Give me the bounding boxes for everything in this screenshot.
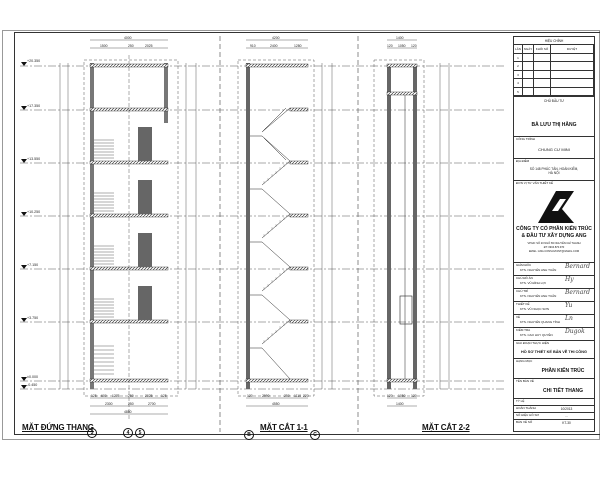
svg-text:±0.000: ±0.000 (27, 375, 38, 379)
project-block: CÔNG TRÌNH CHUNG CƯ MINI (514, 137, 594, 159)
svg-text:4850: 4850 (124, 410, 132, 414)
svg-text:125: 125 (161, 394, 167, 398)
svg-text:120: 120 (387, 44, 393, 48)
svg-text:+10.250: +10.250 (27, 210, 40, 214)
svg-text:+7.150: +7.150 (27, 263, 38, 267)
svg-text:2990: 2990 (262, 394, 270, 398)
svg-text:120: 120 (387, 394, 393, 398)
meta-row: TỶ LỆ (514, 399, 594, 406)
svg-text:2025: 2025 (145, 394, 153, 398)
site-block: ĐỊA ĐIỂM SỐ 148 PHÚC TÂN, HOÀN KIẾM, HÀ … (514, 159, 594, 181)
svg-text:1110: 1110 (294, 394, 301, 398)
svg-text:1275: 1275 (112, 394, 120, 398)
rev-row: 1 (514, 53, 523, 62)
svg-text:1400: 1400 (396, 36, 404, 40)
svg-text:250: 250 (128, 44, 134, 48)
svg-text:1500: 1500 (100, 44, 108, 48)
view-title-elevation: MẶT ĐỨNG THANG (22, 423, 94, 432)
svg-text:1050: 1050 (398, 44, 406, 48)
revision-header: HIỆU CHỈNH (514, 37, 594, 45)
grid-bubble-b: B (244, 430, 254, 440)
signature: Yu (565, 302, 573, 309)
svg-text:4200: 4200 (272, 36, 280, 40)
svg-text:2700: 2700 (148, 402, 156, 406)
svg-text:4000: 4000 (124, 36, 132, 40)
rev-row: 4 (514, 79, 523, 88)
svg-text:1400: 1400 (396, 402, 404, 406)
title-block: HIỆU CHỈNH LẦN NGÀY KHỐI SỐ DUYỆT 1 2 3 … (513, 36, 595, 432)
svg-text:250: 250 (284, 394, 290, 398)
signature: Bernard (565, 289, 590, 296)
signature: Hy (565, 276, 574, 283)
svg-text:600: 600 (101, 394, 107, 398)
view-title-section-1-1: MẶT CẮT 1-1 (260, 423, 308, 432)
svg-text:1050: 1050 (398, 394, 406, 398)
svg-text:1280: 1280 (294, 44, 302, 48)
grid-bubble-3: 3 (87, 428, 97, 438)
phase-block: GIAI ĐOẠN THỰC HIỆN HỒ SƠ THIẾT KẾ BẢN V… (514, 341, 594, 359)
company-logo-icon (538, 191, 574, 223)
signature: Bernard (565, 263, 590, 270)
svg-text:+3.750: +3.750 (27, 316, 38, 320)
svg-text:2400: 2400 (270, 44, 278, 48)
svg-text:120: 120 (247, 394, 253, 398)
svg-text:250: 250 (128, 394, 134, 398)
drawing-frame (14, 32, 600, 435)
svg-text:120: 120 (411, 394, 417, 398)
svg-text:+13.550: +13.550 (27, 157, 40, 161)
svg-text:125: 125 (91, 394, 97, 398)
rev-row: 5 (514, 87, 523, 96)
svg-text:910: 910 (250, 44, 256, 48)
rev-col: KHỐI SỐ (534, 45, 551, 54)
rev-row: 3 (514, 70, 523, 79)
meta-row: SỐ HIỆU HỒ SƠ... (514, 413, 594, 420)
svg-text:-0.450: -0.450 (27, 383, 37, 387)
rev-col: NGÀY (523, 45, 534, 54)
owner-name: BÀ LƯU THỊ HẰNG (531, 122, 577, 128)
revision-table: LẦN NGÀY KHỐI SỐ DUYỆT 1 2 3 4 5 (514, 45, 594, 97)
svg-text:120: 120 (411, 44, 417, 48)
rev-col: DUYỆT (551, 45, 594, 54)
svg-text:+20.350: +20.350 (27, 59, 40, 63)
view-title-section-2-2: MẶT CẮT 2-2 (422, 423, 470, 432)
sheet-name-block: TÊN BẢN VẼ CHI TIẾT THANG (514, 379, 594, 399)
svg-text:2300: 2300 (105, 402, 113, 406)
svg-text:220: 220 (303, 394, 309, 398)
category-block: HẠNG MỤC PHẦN KIẾN TRÚC (514, 359, 594, 379)
designer-block: ĐƠN VỊ TƯ VẤN THIẾT KẾ CÔNG TY CỔ PHẦN K… (514, 181, 594, 263)
signature: Dugok (565, 328, 585, 335)
grid-bubble-4: 4 (123, 428, 133, 438)
owner-block: CHỦ ĐẦU TƯ BÀ LƯU THỊ HẰNG (514, 97, 594, 137)
svg-text:+17.350: +17.350 (27, 104, 40, 108)
signature: Ln (565, 315, 573, 322)
svg-text:4550: 4550 (272, 402, 280, 406)
rev-col: LẦN (514, 45, 523, 54)
rev-row: 2 (514, 62, 523, 71)
svg-text:250: 250 (128, 402, 134, 406)
grid-bubble-5: 5 (135, 428, 145, 438)
svg-text:2025: 2025 (145, 44, 153, 48)
grid-bubble-c: C (310, 430, 320, 440)
